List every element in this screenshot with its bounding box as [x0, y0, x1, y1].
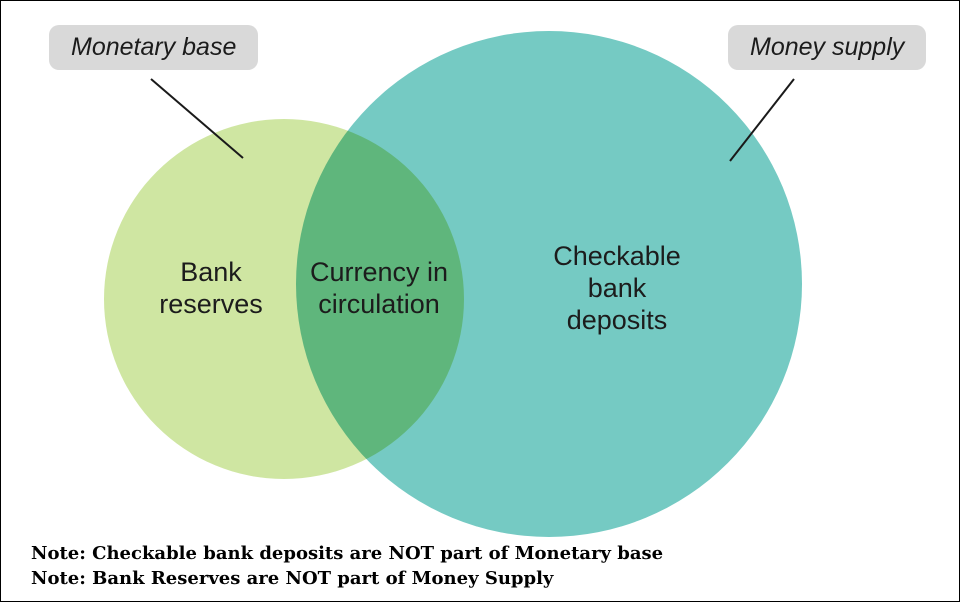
checkable-bank-deposits-label: Checkable bank deposits — [553, 241, 681, 335]
money-supply-circle — [296, 31, 802, 537]
currency-in-circulation-label: Currency in circulation — [309, 257, 449, 319]
monetary-base-callout: Monetary base — [49, 25, 259, 70]
money-supply-callout: Money supply — [728, 25, 927, 70]
notes-block: Note: Checkable bank deposits are NOT pa… — [31, 541, 663, 591]
note-monetary-base: Note: Checkable bank deposits are NOT pa… — [31, 543, 664, 564]
bank-reserves-label: Bank reserves — [159, 257, 263, 319]
note-money-supply: Note: Bank Reserves are NOT part of Mone… — [31, 568, 554, 590]
